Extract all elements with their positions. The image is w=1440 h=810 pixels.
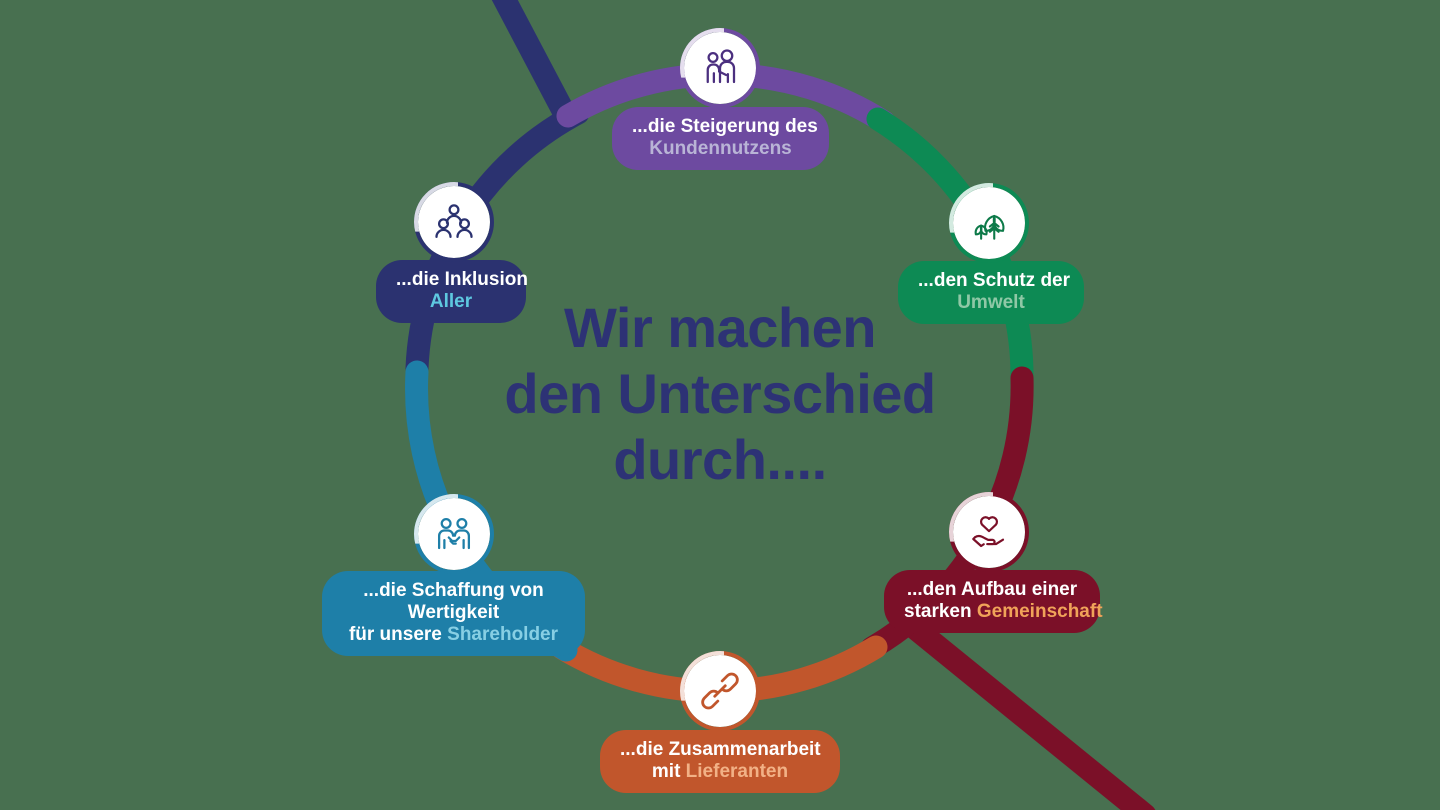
navy-branch-top-left (491, 0, 579, 130)
node-icon-lieferanten[interactable] (680, 651, 760, 731)
node-label-line2: Kundennutzens (649, 138, 792, 160)
leaves-icon (974, 214, 1005, 240)
node-label-line1: ...die Steigerung des (632, 116, 818, 137)
node-label-line2: Wertigkeit (407, 602, 500, 624)
node-label-line1: ...die Inklusion (396, 269, 528, 290)
node-icon-umwelt[interactable] (949, 183, 1029, 263)
node-icon-inklusion[interactable] (414, 182, 494, 262)
node-label-line4: Shareholder (447, 624, 559, 646)
three-people-icon (435, 204, 473, 239)
node-label-line3: für unsere (348, 624, 448, 646)
center-heading: Wir machen den Unterschied durch.... (504, 296, 936, 492)
node-label-line3: Lieferanten (685, 761, 789, 783)
node-icon-shareholder[interactable] (414, 494, 494, 574)
node-label-line2-wrap: mit Lieferanten (620, 761, 820, 783)
node-label-umwelt[interactable]: ...den Schutz der Umwelt (898, 261, 1084, 325)
chain-link-icon (701, 672, 739, 710)
node-label-line1: ...den Schutz der (918, 270, 1071, 291)
heart-in-hand-icon (972, 516, 1005, 548)
node-label-inklusion[interactable]: ...die Inklusion Aller (376, 260, 528, 324)
node-label-line2: Umwelt (957, 292, 1025, 314)
node-label-line1: ...die Zusammenarbeit (620, 739, 821, 760)
darkred-branch-bottom-right (893, 608, 1156, 810)
node-label-line1: ...den Aufbau einer (906, 579, 1078, 600)
two-people-helping-icon (706, 49, 736, 84)
node-icon-kundennutzen[interactable] (680, 28, 760, 108)
node-label-line3: Gemeinschaft (976, 601, 1103, 623)
node-icon-gemeinschaft[interactable] (949, 492, 1029, 572)
node-label-shareholder[interactable]: ...die Schaffung von Wertigkeit für unse… (322, 571, 585, 657)
node-label-lieferanten[interactable]: ...die Zusammenarbeit mit Lieferanten (600, 730, 840, 794)
node-label-line2: Aller (429, 291, 473, 313)
node-label-line2-wrap: starken Gemeinschaft (904, 601, 1103, 623)
node-label-gemeinschaft[interactable]: ...den Aufbau einer starken Gemeinschaft (884, 570, 1103, 634)
node-label-line2: starken (904, 601, 977, 623)
node-label-line1: ...die Schaffung von (363, 580, 544, 601)
handshake-icon (437, 517, 471, 550)
node-label-line2: mit (651, 761, 686, 783)
node-label-kundennutzen[interactable]: ...die Steigerung des Kundennutzens (612, 107, 829, 171)
node-label-line3-wrap: für unsere Shareholder (342, 624, 565, 646)
